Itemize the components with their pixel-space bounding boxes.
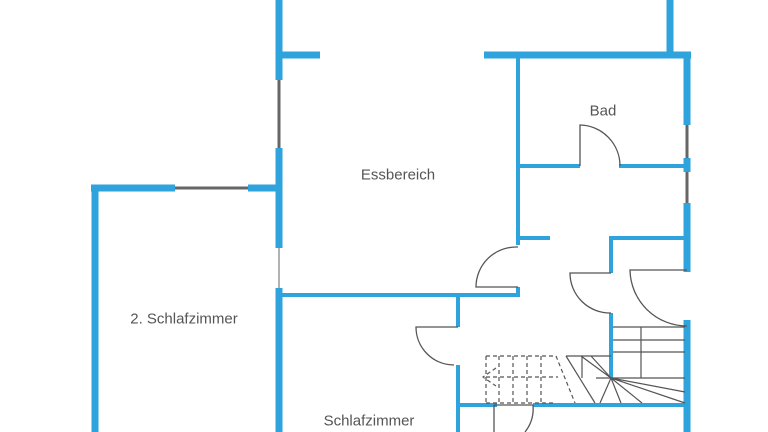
windows <box>175 80 689 288</box>
walls <box>91 0 691 432</box>
doors <box>415 124 688 432</box>
door-left <box>569 272 612 314</box>
door-schlafzimmer <box>415 326 458 366</box>
room-label-bad: Bad <box>589 102 617 120</box>
stairs-winder <box>565 355 686 404</box>
stairs-dashed <box>481 355 576 404</box>
door-essbereich <box>475 246 518 288</box>
room-label-essbereich: Essbereich <box>360 166 436 184</box>
room-label-2-schlafzimmer: 2. Schlafzimmer <box>130 310 238 328</box>
door-bad <box>579 124 621 167</box>
stairs <box>481 326 686 404</box>
door-bottom <box>493 404 534 432</box>
door-right <box>629 269 688 327</box>
stairs-upper <box>613 326 685 378</box>
room-label-schlafzimmer: Schlafzimmer <box>323 412 415 430</box>
